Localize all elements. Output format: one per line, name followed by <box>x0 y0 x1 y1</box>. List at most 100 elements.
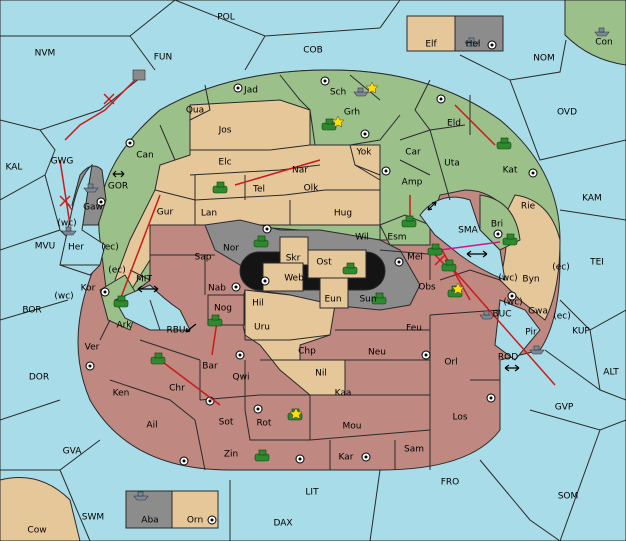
label-rbu: RBU <box>166 326 185 336</box>
fleet-unit[interactable] <box>479 310 495 320</box>
label-qwi: Qwi <box>233 373 250 383</box>
label-ec2: (ec) <box>108 266 126 276</box>
label-sap: Sap <box>195 253 212 263</box>
army-unit[interactable] <box>113 295 129 308</box>
label-kar: Kar <box>339 453 354 463</box>
territory-aba[interactable] <box>125 490 173 529</box>
label-fro: FRO <box>441 478 460 488</box>
label-ken: Ken <box>113 389 130 399</box>
label-nor: Nor <box>223 244 239 254</box>
label-pol: POL <box>217 13 235 23</box>
label-dax: DAX <box>273 519 292 529</box>
army-unit[interactable] <box>254 449 270 462</box>
label-gvp: GVP <box>555 403 574 413</box>
fleets <box>61 27 610 501</box>
label-uru: Uru <box>254 323 270 333</box>
army-unit[interactable] <box>342 262 358 275</box>
label-gva: GVA <box>63 447 83 457</box>
sea-sma[interactable] <box>419 196 506 281</box>
fleet-unit[interactable] <box>133 491 149 501</box>
label-her: Her <box>68 243 84 253</box>
label-kam: KAM <box>582 194 602 204</box>
label-rot: Rot <box>257 419 272 429</box>
label-wc1: (wc) <box>57 219 76 229</box>
label-mou: Mou <box>343 422 362 432</box>
southern-interior <box>239 289 346 396</box>
label-ovd: OVD <box>557 108 577 118</box>
label-kup: KUP <box>572 327 590 337</box>
label-ec4: (ec) <box>553 312 571 322</box>
label-grh: Grh <box>344 108 360 118</box>
label-web: Web <box>284 274 304 284</box>
coast-arrows <box>112 170 520 372</box>
label-bor: BOR <box>22 306 41 316</box>
label-gwg: GWG <box>51 157 74 167</box>
army-unit[interactable] <box>427 243 443 256</box>
army-unit[interactable] <box>496 137 512 150</box>
fleet-unit[interactable] <box>353 87 369 97</box>
label-orn: Orn <box>187 516 203 526</box>
territory-web[interactable] <box>262 262 304 292</box>
label-chr: Chr <box>169 384 185 394</box>
internal-borders <box>60 74 501 471</box>
label-buc: BUC <box>492 310 511 320</box>
fleet-unit[interactable] <box>529 345 545 355</box>
label-yok: Yok <box>355 148 372 158</box>
label-kor: Kor <box>81 284 96 294</box>
label-sam: Sam <box>404 445 424 455</box>
army-unit[interactable] <box>150 352 166 365</box>
territory-elf[interactable] <box>406 15 456 52</box>
army-unit[interactable] <box>502 233 518 246</box>
army-unit[interactable] <box>401 215 417 228</box>
label-lit: LIT <box>305 488 319 498</box>
label-wc4: (wc) <box>503 298 522 308</box>
army-unit[interactable] <box>371 292 387 305</box>
label-rod: ROD <box>498 353 518 363</box>
label-dor: DOR <box>29 373 49 383</box>
label-chp: Chp <box>298 347 316 357</box>
label-kat: Kat <box>503 166 518 176</box>
territory-cow[interactable] <box>0 477 81 541</box>
army-unit[interactable] <box>321 118 337 131</box>
label-sun: Sun <box>359 295 376 305</box>
territory-labels: POL NVM FUN COB NOM Con Elf Hel OVD KAL … <box>6 13 620 536</box>
label-lan: Lan <box>201 209 217 219</box>
fleet-unit[interactable] <box>132 69 146 81</box>
sea-rod-buc[interactable] <box>494 299 541 361</box>
label-sch: Sch <box>330 88 346 98</box>
label-tei: TEI <box>589 258 604 268</box>
army-unit[interactable] <box>207 314 223 327</box>
label-zin: Zin <box>224 450 238 460</box>
label-elf: Elf <box>425 40 437 50</box>
fleet-unit[interactable] <box>464 37 480 47</box>
fleet-unit[interactable] <box>83 183 99 193</box>
label-gor: GOR <box>108 182 128 192</box>
army-unit[interactable] <box>441 259 457 272</box>
army-unit[interactable] <box>253 235 269 248</box>
label-skr: Skr <box>286 254 301 264</box>
fleet-unit[interactable] <box>594 27 610 37</box>
label-hel: Hel <box>466 40 481 50</box>
label-wc2: (wc) <box>498 274 517 284</box>
label-ver: Ver <box>85 343 100 353</box>
army-unit[interactable] <box>212 181 228 194</box>
label-hug: Hug <box>334 209 352 219</box>
fleet-unit[interactable] <box>61 226 77 236</box>
label-car: Car <box>405 148 421 158</box>
territory-skr[interactable] <box>279 236 309 266</box>
label-orl: Orl <box>444 358 457 368</box>
label-mit: MIT <box>136 275 152 285</box>
label-tel: Tel <box>252 185 265 195</box>
territory-eun[interactable] <box>319 277 349 309</box>
label-wil: Wil <box>355 233 369 243</box>
label-pir: Pir <box>525 328 537 338</box>
label-ec3: (ec) <box>552 263 570 273</box>
label-eun: Eun <box>324 295 341 305</box>
label-gaw: Gaw <box>83 203 103 213</box>
label-neu: Neu <box>368 348 386 358</box>
label-olk: Olk <box>304 184 320 194</box>
sea-gor-channel[interactable] <box>59 163 106 276</box>
territory-esm[interactable] <box>379 214 431 246</box>
